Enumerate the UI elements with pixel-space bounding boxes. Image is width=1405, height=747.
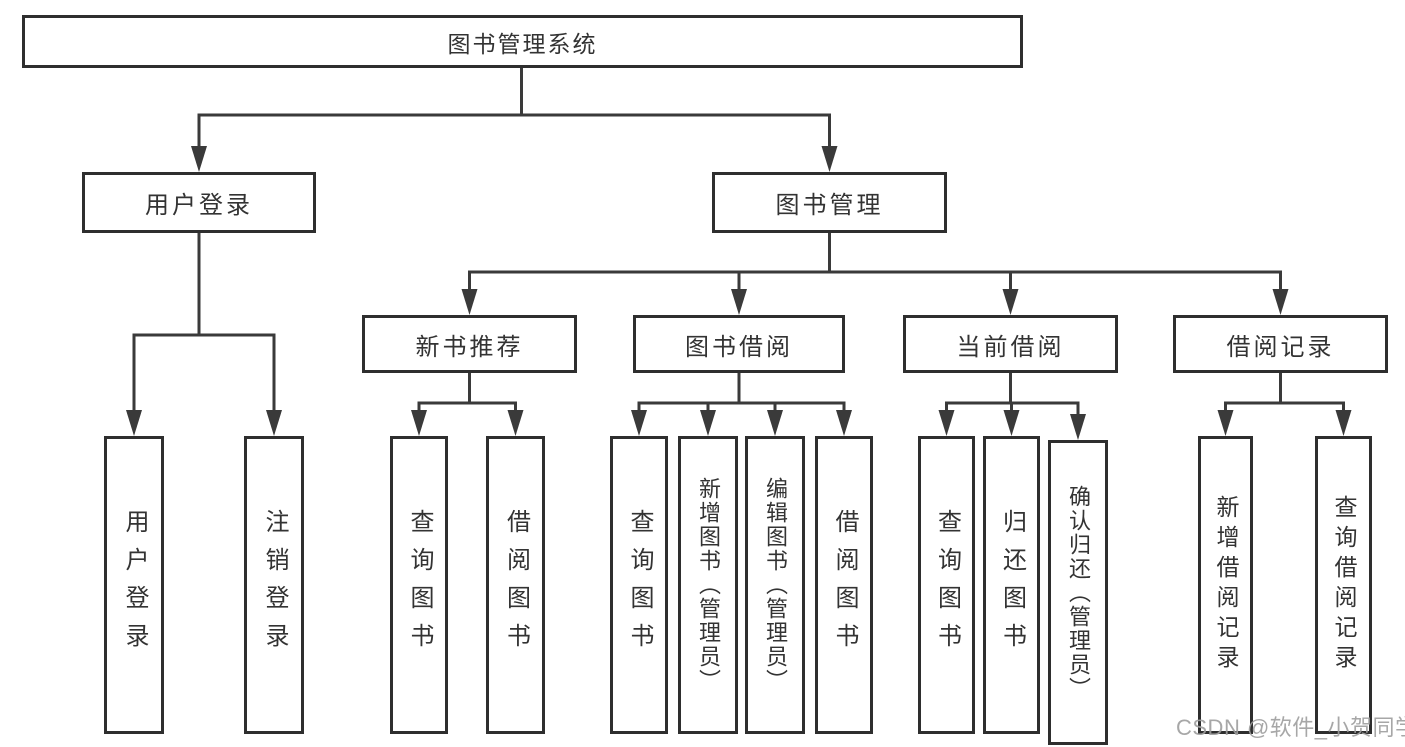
leaf-label: 查询图书 [406, 509, 433, 661]
node-book-borrowing: 图书借阅 [633, 315, 845, 373]
node-borrowing-records: 借阅记录 [1173, 315, 1388, 373]
leaf-label: 归还图书 [998, 509, 1026, 661]
leaf-borrow-books-2: 借阅图书 [815, 436, 873, 734]
leaf-confirm-return-admin: 确认归还（管理员） [1048, 440, 1108, 745]
node-label: 借阅记录 [1226, 333, 1335, 361]
csdn-watermark: CSDN @软件_小贺同学 [1176, 715, 1405, 740]
leaf-edit-books-admin: 编辑图书（管理员） [745, 436, 805, 734]
node-label: 图书管理系统 [447, 30, 598, 57]
leaf-label: 借阅图书 [502, 509, 530, 661]
leaf-label: 用户登录 [121, 509, 148, 661]
leaf-label: 新增图书（管理员） [696, 477, 721, 693]
node-label: 图书管理 [775, 192, 884, 219]
leaf-return-books: 归还图书 [983, 436, 1040, 734]
leaf-add-borrow-record: 新增借阅记录 [1198, 436, 1253, 734]
leaf-label: 新增借阅记录 [1213, 495, 1239, 675]
node-book-management: 图书管理 [712, 172, 947, 233]
leaf-query-books-3: 查询图书 [918, 436, 975, 734]
leaf-label: 编辑图书（管理员） [763, 477, 788, 693]
node-label: 当前借阅 [956, 333, 1065, 361]
leaf-add-books-admin: 新增图书（管理员） [678, 436, 738, 734]
leaf-label: 查询图书 [933, 509, 961, 661]
node-user-login: 用户登录 [82, 172, 316, 233]
leaf-query-borrow-record: 查询借阅记录 [1315, 436, 1372, 734]
leaf-logout: 注销登录 [244, 436, 304, 734]
leaf-label: 查询借阅记录 [1331, 495, 1357, 675]
node-label: 图书借阅 [685, 333, 793, 361]
node-library-management-system: 图书管理系统 [22, 15, 1023, 68]
leaf-query-books-2: 查询图书 [610, 436, 668, 734]
leaf-query-books-1: 查询图书 [390, 436, 448, 734]
leaf-label: 注销登录 [261, 509, 288, 661]
leaf-label: 确认归还（管理员） [1066, 484, 1091, 701]
node-new-book-recommend: 新书推荐 [362, 315, 577, 373]
node-label: 用户登录 [145, 192, 253, 219]
leaf-user-login: 用户登录 [104, 436, 164, 734]
node-current-borrowing: 当前借阅 [903, 315, 1118, 373]
leaf-label: 查询图书 [626, 509, 653, 661]
leaf-borrow-books-1: 借阅图书 [486, 436, 545, 734]
node-label: 新书推荐 [415, 333, 524, 361]
leaf-label: 借阅图书 [831, 509, 858, 661]
